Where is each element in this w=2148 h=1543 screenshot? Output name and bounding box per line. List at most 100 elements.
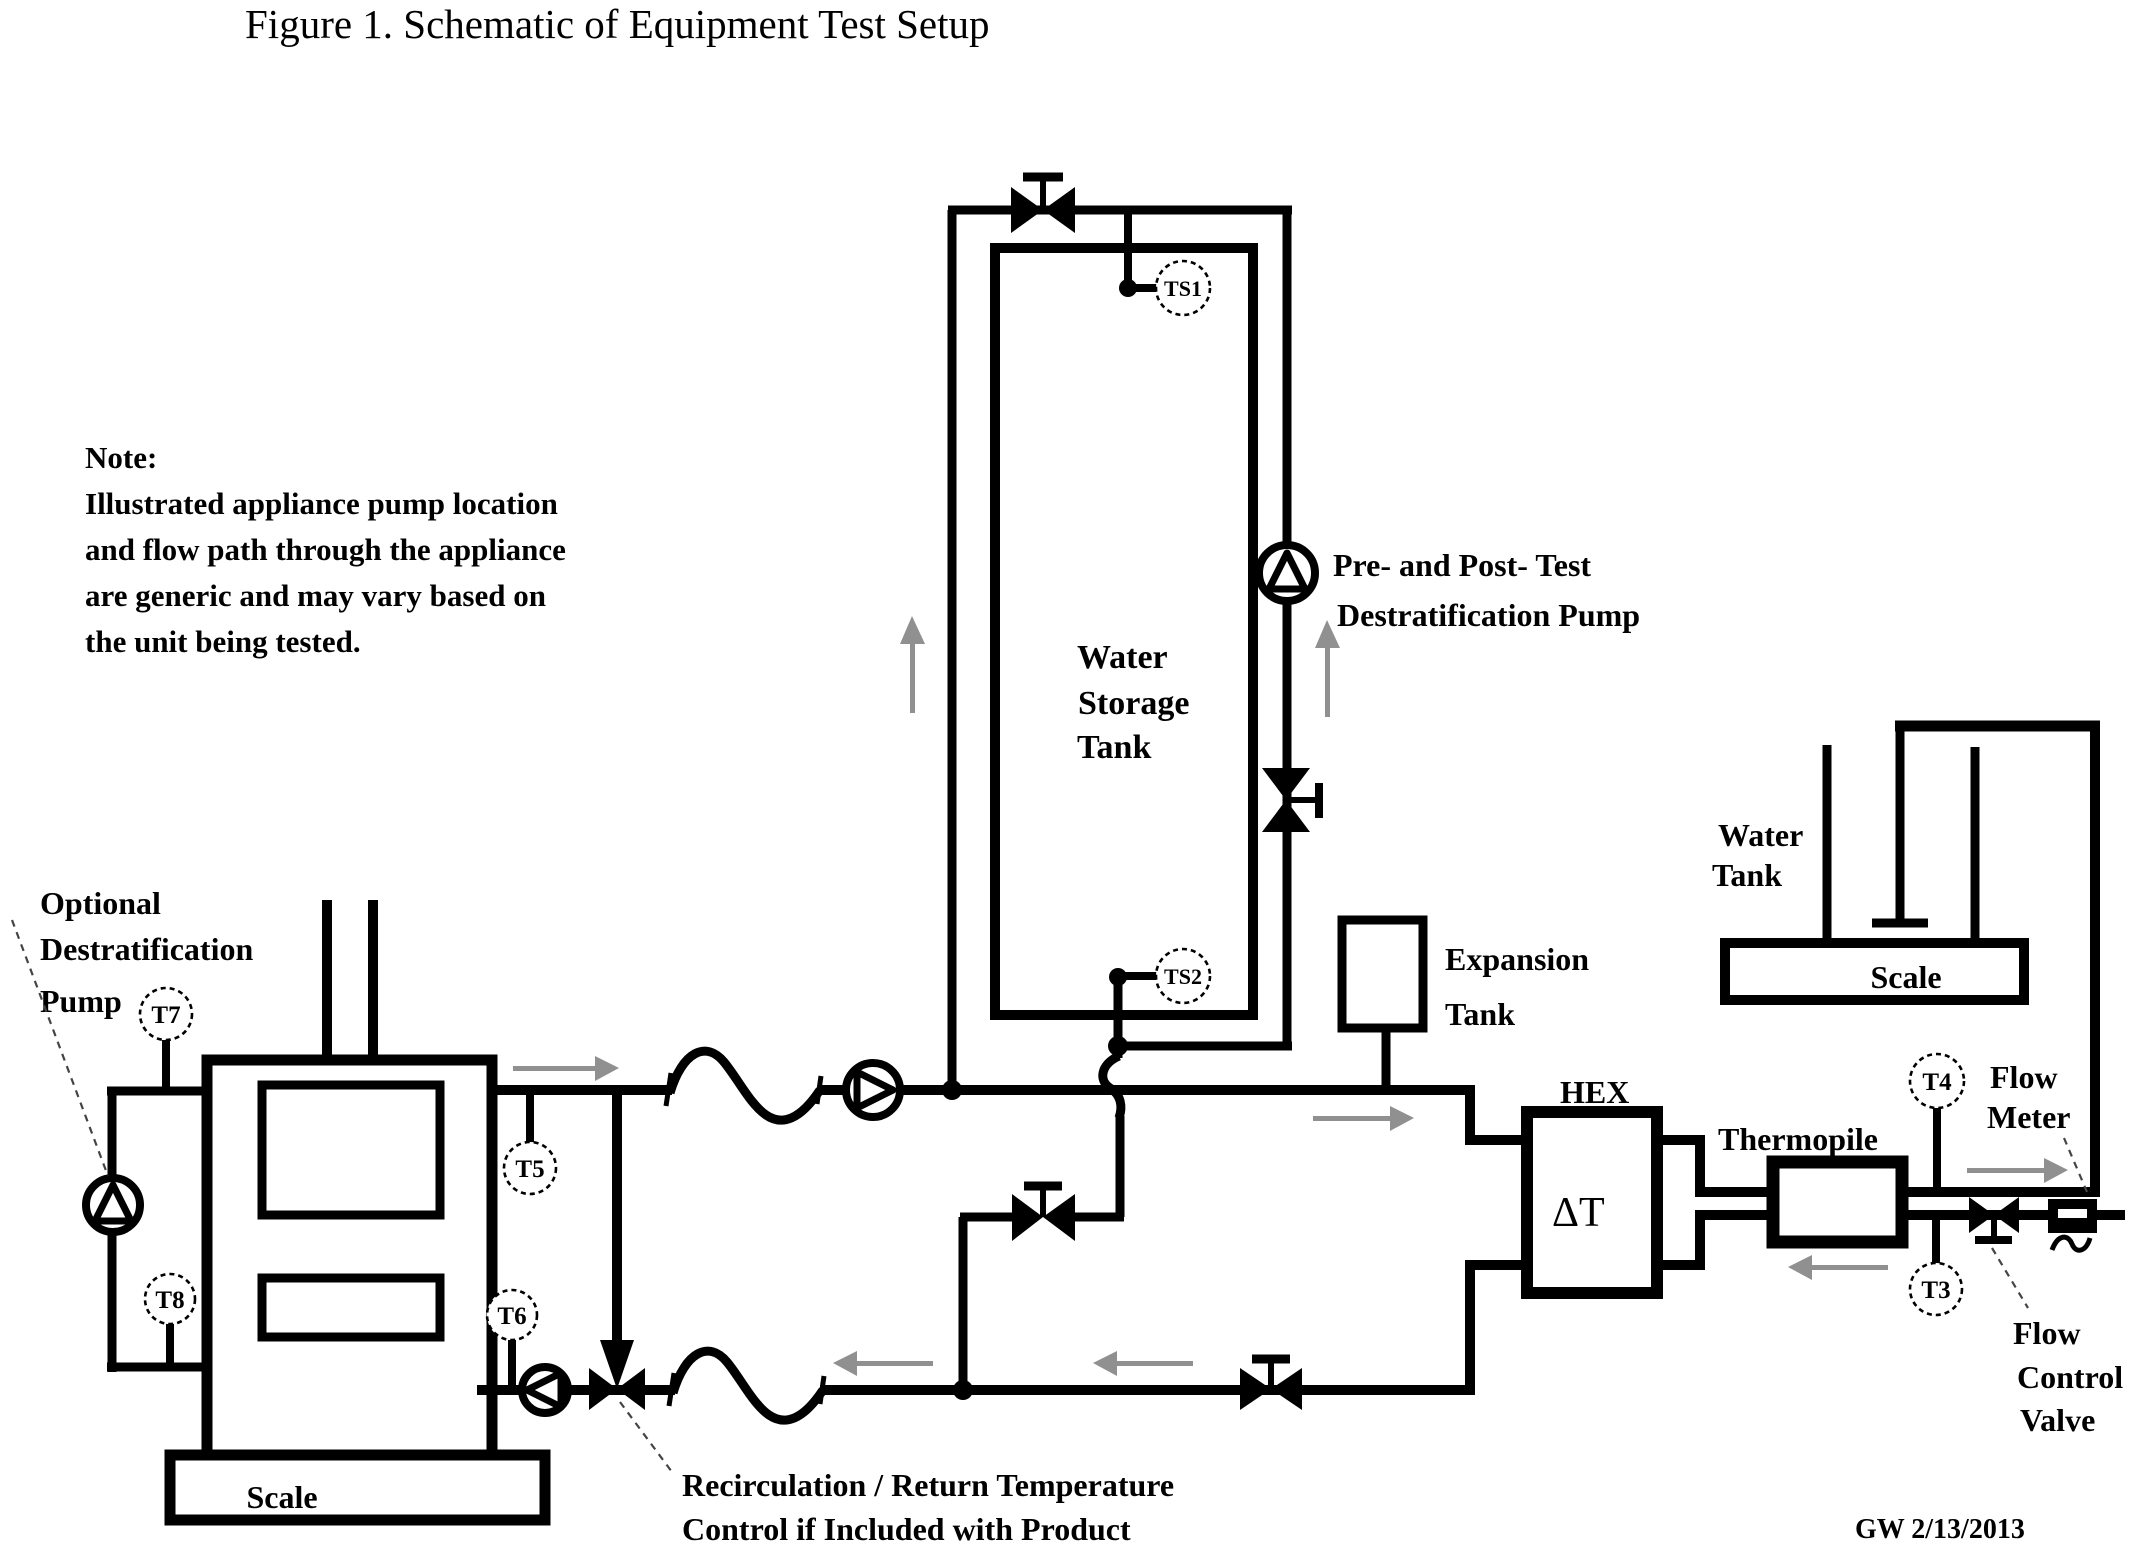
- flow-control-valve-leader-line: [1991, 1247, 2029, 1309]
- valve-icon: [1262, 800, 1310, 832]
- recirculation-note: Recirculation / Return Temperature: [682, 1467, 1174, 1503]
- sensor-tag: TS1: [1164, 276, 1202, 301]
- sensor-circle: [143, 1272, 197, 1326]
- flow-arrow-left-icon: [833, 1351, 857, 1376]
- optional-pump-label: Destratification: [40, 931, 253, 967]
- flex-end-tick: [817, 1375, 827, 1405]
- measurement-section: T4 T3 Flow Meter Flow Control V: [1788, 1052, 2125, 1438]
- expansion-tank-label: Expansion: [1445, 941, 1589, 977]
- signature: GW 2/13/2013: [1855, 1514, 2025, 1543]
- expansion-tank-body: [1337, 915, 1428, 1033]
- loop-circulating-pump: [842, 1059, 904, 1121]
- sensor-tag: TS2: [1164, 964, 1202, 989]
- valve-icon: [1011, 187, 1043, 233]
- storage-tank-label: Water: [1077, 639, 1168, 676]
- water-tank-label: Tank: [1712, 857, 1782, 893]
- flow-meter-leader-line: [2062, 1137, 2089, 1193]
- flex-connector: [668, 1346, 827, 1425]
- valve-icon: [617, 1368, 645, 1410]
- sensor-t4: T4: [1908, 1052, 1966, 1192]
- valve-icon: [1271, 1368, 1302, 1410]
- note-block: Note: Illustrated appliance pump locatio…: [85, 440, 566, 659]
- optional-pump-leader-line: [10, 919, 110, 1177]
- flow-arrow-up-icon: [1315, 620, 1340, 648]
- valve-icon: [1969, 1197, 1994, 1233]
- appliance-pump: [518, 1363, 572, 1417]
- sensor-t8: T8: [143, 1272, 197, 1367]
- sensor-tag: T4: [1922, 1069, 1952, 1096]
- pump-triangle-icon: [1265, 549, 1309, 593]
- hex-delta-t: ΔT: [1552, 1190, 1605, 1236]
- flow-control-valve-label: Flow: [2013, 1315, 2081, 1351]
- sensor-circle: [1154, 947, 1212, 1005]
- flow-arrow-right-icon: [595, 1056, 619, 1081]
- flow-arrow-left-icon: [1812, 1265, 1888, 1270]
- tank-loop-top-valve: [1011, 172, 1075, 233]
- optional-pump-label: Optional: [40, 885, 161, 921]
- flow-arrow-up-icon: [900, 616, 925, 644]
- flow-arrow-right-icon: [513, 1066, 595, 1071]
- optional-destrat-pump: [82, 1174, 144, 1236]
- tank-loop-right-valve: [1262, 768, 1323, 832]
- expansion-tank-label: Tank: [1445, 996, 1515, 1032]
- flow-control-valve-label: Valve: [2020, 1402, 2095, 1438]
- appliance-scale-label: Scale: [246, 1479, 317, 1515]
- sensor-circle: [502, 1140, 558, 1196]
- hex-label: HEX: [1560, 1074, 1629, 1110]
- sensor-tag: T3: [1921, 1277, 1950, 1304]
- flex-end-tick: [663, 1072, 674, 1107]
- valve-icon: [1240, 1368, 1271, 1410]
- thermopile-label: Thermopile: [1718, 1121, 1878, 1157]
- sensor-circle: [1908, 1261, 1964, 1317]
- sensor-t5: T5: [502, 1094, 558, 1196]
- thermopile-body: [1766, 1155, 1909, 1249]
- figure-title: Figure 1. Schematic of Equipment Test Se…: [245, 1, 990, 47]
- flow-arrow-left-icon: [1093, 1351, 1117, 1376]
- flow-control-valve: [1969, 1197, 2019, 1244]
- water-storage-tank-assembly: Water Storage Tank TS1 TS2 Pre- and Post…: [900, 172, 1640, 1400]
- flow-arrow-left-icon: [1788, 1255, 1812, 1280]
- valve-icon: [1043, 1194, 1075, 1241]
- flow-arrow-up-icon: [910, 640, 915, 713]
- recirculation-note: Control if Included with Product: [682, 1511, 1131, 1543]
- destrat-pump-label: Pre- and Post- Test: [1333, 547, 1591, 583]
- flow-arrow-left-icon: [857, 1361, 933, 1366]
- sensor-ts1: TS1: [1119, 212, 1212, 317]
- flow-meter-squiggle: [2049, 1234, 2093, 1253]
- flow-arrow-right-icon: [1967, 1168, 2044, 1173]
- valve-icon: [589, 1368, 617, 1410]
- sensor-tag: T7: [151, 1002, 180, 1029]
- flow-meter-label: Meter: [1987, 1099, 2070, 1135]
- flow-control-valve-label: Control: [2017, 1359, 2123, 1395]
- storage-tank-label: Storage: [1078, 685, 1189, 722]
- return-pipe-run: Recirculation / Return Temperature Contr…: [477, 1095, 1527, 1543]
- note-line: and flow path through the appliance: [85, 532, 566, 567]
- tank-drain-line: [953, 977, 1128, 1400]
- sensor-circle: [138, 986, 194, 1042]
- appliance-window-lower: [257, 1273, 445, 1342]
- recirculation-three-way-valve: [589, 1095, 645, 1410]
- return-gate-valve: [1240, 1354, 1302, 1410]
- recirculation-leader-line: [619, 1401, 673, 1473]
- appliance-body: [201, 1054, 498, 1466]
- thermopile: Thermopile: [1718, 1121, 1909, 1249]
- valve-icon: [1262, 768, 1310, 800]
- water-tank-label: Water: [1718, 817, 1803, 853]
- flow-arrow-right-icon: [2044, 1158, 2068, 1183]
- sensor-circle: [1154, 259, 1212, 317]
- destrat-pump-label: Destratification Pump: [1337, 597, 1640, 633]
- flex-end-tick: [666, 1372, 677, 1407]
- flow-meter-label: Flow: [1990, 1059, 2058, 1095]
- valve-icon: [1994, 1197, 2019, 1233]
- valve-icon: [600, 1340, 634, 1389]
- storage-tank-label: Tank: [1077, 729, 1151, 766]
- drain-gate-valve: [1012, 1181, 1075, 1241]
- flow-arrow-left-icon: [1117, 1361, 1193, 1366]
- sensor-t6: T6: [485, 1288, 539, 1390]
- pump-triangle-icon: [91, 1181, 135, 1225]
- supply-pipe-run: [482, 1046, 1527, 1145]
- note-line: the unit being tested.: [85, 624, 361, 659]
- sensor-tag: T5: [515, 1156, 544, 1183]
